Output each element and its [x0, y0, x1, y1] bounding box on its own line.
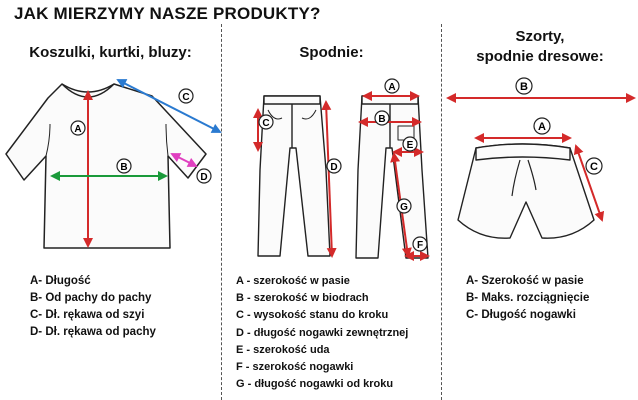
shirts-heading: Koszulki, kurtki, bluzy: [29, 44, 192, 61]
trousers-outseam-arrow [321, 100, 337, 258]
trousers-marker-a: A [384, 78, 400, 94]
trousers-legend-item: E - szerokość uda [236, 343, 330, 356]
shorts-length-arrow [573, 144, 605, 222]
shirts-legend: A- Długość B- Od pachy do pachy C- Dł. r… [30, 273, 156, 341]
shirts-legend-item: D- Dł. rękawa od pachy [30, 326, 156, 338]
trousers-diagram: C D A B E G F [253, 78, 430, 261]
trousers-legend-item: C - wysokość stanu do kroku [236, 309, 389, 322]
trousers-marker-f: F [412, 236, 428, 252]
marker-label: G [400, 202, 408, 213]
shorts-legend-item: C- Długość nogawki [466, 309, 576, 321]
shorts-marker-c: C [585, 157, 603, 175]
shirts-legend-item: B- Od pachy do pachy [30, 292, 152, 304]
marker-label: B [378, 114, 385, 125]
trousers-marker-e: E [402, 136, 418, 152]
trousers-marker-b: B [374, 110, 390, 126]
shirts-legend-item: A- Długość [30, 275, 91, 287]
page-title: JAK MIERZYMY NASZE PRODUKTY? [14, 4, 321, 23]
marker-label: C [182, 92, 189, 103]
shirt-diagram: A B C D [5, 79, 222, 249]
trousers-legend-item: B - szerokość w biodrach [236, 292, 369, 305]
marker-label: A [538, 121, 546, 133]
shorts-marker-b: B [515, 77, 533, 95]
trousers-heading: Spodnie: [299, 44, 364, 61]
marker-label: D [330, 162, 337, 173]
trousers-marker-g: G [396, 198, 412, 214]
marker-label: A [74, 124, 81, 135]
shirt-sleeve-neck-arrow [116, 79, 222, 133]
shirt-marker-b: B [116, 158, 132, 174]
shirt-sleeve-armpit-arrow [170, 153, 198, 167]
trousers-back-outline [355, 95, 429, 259]
trousers-legend: A - szerokość w pasie B - szerokość w bi… [236, 273, 408, 393]
shorts-legend-item: A- Szerokość w pasie [466, 275, 584, 287]
column-divider-left [221, 24, 222, 400]
shorts-legend-item: B- Maks. rozciągnięcie [466, 292, 590, 304]
trousers-marker-d: D [326, 158, 342, 174]
marker-label: B [120, 162, 127, 173]
trousers-legend-item: F - szerokość nogawki [236, 361, 354, 374]
marker-label: A [388, 82, 395, 93]
shirt-marker-a: A [70, 120, 86, 136]
trousers-front-outline [257, 95, 331, 257]
shorts-outline [457, 143, 595, 239]
trousers-legend-item: D - długość nogawki zewnętrznej [236, 326, 409, 339]
shirt-marker-d: D [196, 168, 212, 184]
marker-label: E [407, 140, 414, 151]
shorts-heading-line1: Szorty, [515, 28, 565, 45]
marker-label: C [262, 118, 269, 129]
column-divider-right [441, 24, 442, 400]
trousers-legend-item: G - długość nogawki od kroku [236, 378, 394, 391]
marker-label: D [200, 172, 207, 183]
shorts-legend: A- Szerokość w pasie B- Maks. rozciągnię… [466, 273, 589, 324]
marker-label: C [590, 161, 598, 173]
trousers-marker-c: C [258, 114, 274, 130]
shorts-diagram: B A C [446, 77, 636, 239]
marker-label: F [417, 240, 423, 251]
trousers-legend-item: A - szerokość w pasie [236, 275, 350, 287]
marker-label: B [520, 81, 528, 93]
shorts-drawstring [511, 159, 537, 197]
shorts-heading-line2: spodnie dresowe: [476, 48, 604, 65]
shorts-marker-a: A [533, 117, 551, 135]
shirts-legend-item: C- Dł. rękawa od szyi [30, 309, 145, 321]
shirt-marker-c: C [178, 88, 194, 104]
